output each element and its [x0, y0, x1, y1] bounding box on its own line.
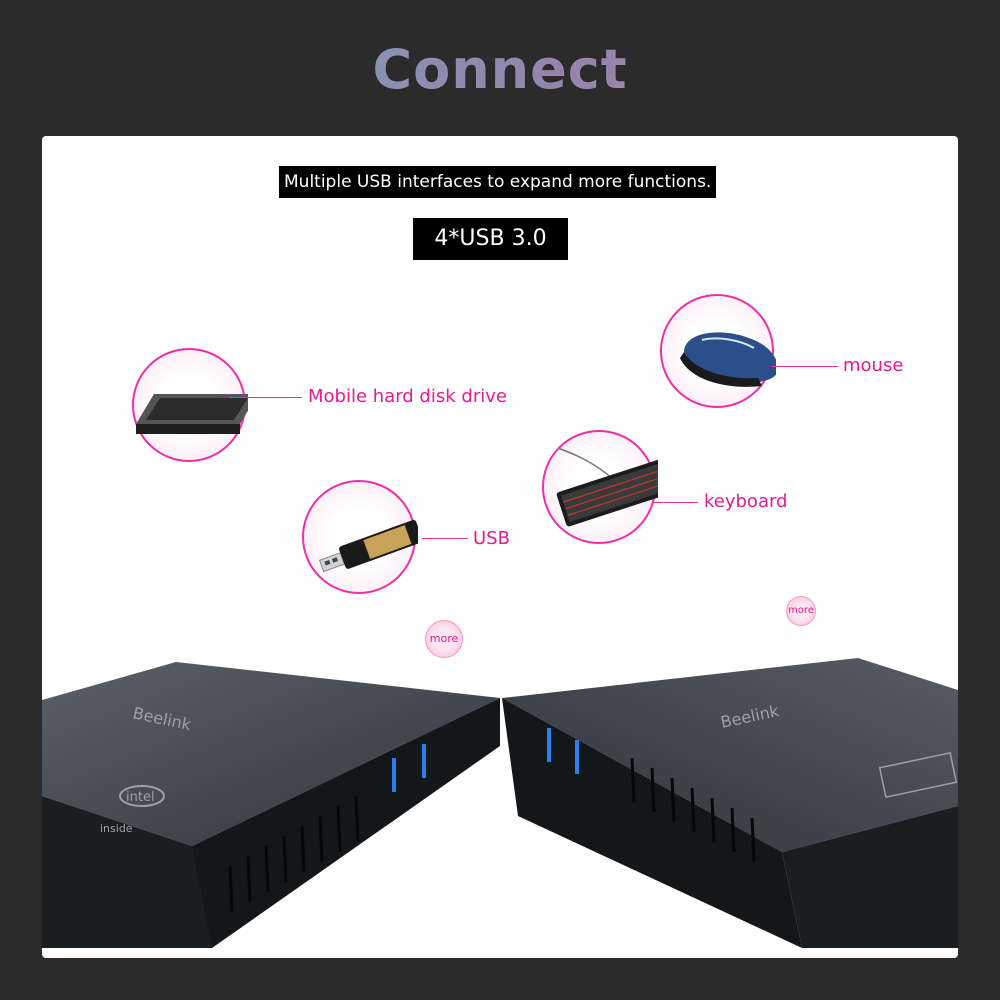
- chip-sub: inside: [100, 822, 133, 835]
- mouse-label: mouse: [843, 355, 904, 376]
- usb-circle: [302, 480, 418, 594]
- mini-pc-image: Beelink intel inside Beelink: [42, 656, 958, 958]
- usb-stick-icon: [318, 519, 418, 573]
- hdd-connector-line: [230, 397, 302, 398]
- mouse-connector-line: [772, 366, 838, 367]
- mini-pc-illustration: Beelink intel inside Beelink: [42, 658, 958, 948]
- keyboard-icon: [556, 447, 658, 527]
- hard-disk-icon: [136, 394, 248, 434]
- keyboard-label: keyboard: [704, 491, 788, 512]
- usb-spec-banner: 4*USB 3.0: [413, 218, 568, 260]
- mouse-icon: [680, 332, 776, 387]
- hdd-label: Mobile hard disk drive: [308, 386, 507, 407]
- more-badge[interactable]: more: [425, 620, 463, 658]
- content-panel: Multiple USB interfaces to expand more f…: [42, 136, 958, 958]
- mouse-circle: [660, 294, 776, 408]
- usb-label: USB: [473, 528, 510, 549]
- hdd-circle: [132, 348, 248, 462]
- subtitle-banner: Multiple USB interfaces to expand more f…: [279, 166, 717, 198]
- keyboard-connector-line: [652, 502, 698, 503]
- more-badge[interactable]: more: [786, 596, 816, 626]
- usb-connector-line: [422, 538, 468, 539]
- chip-logo: intel: [126, 790, 155, 805]
- keyboard-circle: [542, 430, 658, 544]
- page-title: Connect: [0, 38, 1000, 101]
